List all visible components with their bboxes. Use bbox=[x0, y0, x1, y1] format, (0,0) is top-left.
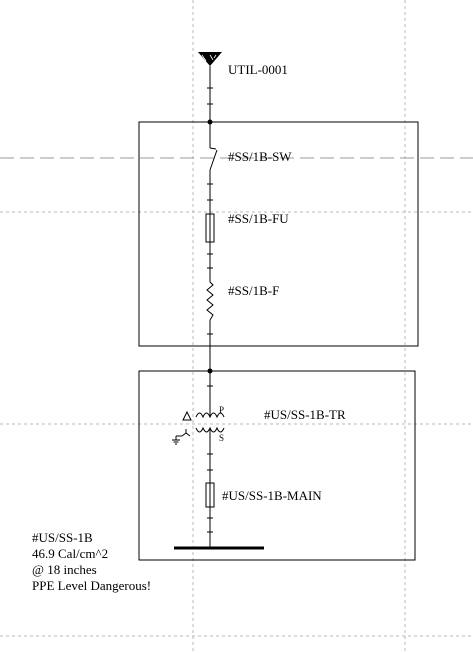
arc-flash-label: #US/SS-1B 46.9 Cal/cm^2 @ 18 inches PPE … bbox=[32, 530, 151, 594]
utility-label: UTIL-0001 bbox=[228, 62, 288, 77]
main-label: #US/SS-1B-MAIN bbox=[222, 488, 322, 503]
incident-energy: 46.9 Cal/cm^2 bbox=[32, 546, 109, 561]
substation-box[interactable] bbox=[138, 370, 416, 561]
switchgear-box[interactable] bbox=[138, 121, 419, 347]
utility-source-icon[interactable] bbox=[198, 52, 222, 66]
working-distance: @ 18 inches bbox=[32, 562, 97, 577]
fuse-label: #SS/1B-FU bbox=[228, 211, 289, 226]
transformer-label: #US/SS-1B-TR bbox=[264, 407, 346, 422]
bus-name: #US/SS-1B bbox=[32, 530, 93, 545]
fuse-icon[interactable] bbox=[205, 213, 215, 243]
connection-node[interactable] bbox=[207, 368, 213, 374]
primary-marker: P bbox=[219, 405, 225, 415]
feeder-label: #SS/1B-F bbox=[228, 283, 280, 298]
feeder-cable-icon[interactable] bbox=[206, 281, 214, 321]
main-fuse-icon[interactable] bbox=[205, 482, 215, 508]
switch-icon[interactable] bbox=[209, 147, 218, 171]
ppe-level: PPE Level Dangerous! bbox=[32, 578, 152, 593]
switch-label: #SS/1B-SW bbox=[228, 149, 292, 164]
secondary-marker: S bbox=[219, 433, 225, 443]
grounded-wye-icon bbox=[172, 429, 191, 445]
connection-node[interactable] bbox=[207, 119, 213, 125]
transformer-icon[interactable] bbox=[195, 406, 225, 440]
conductor-ticks bbox=[207, 87, 213, 533]
delta-winding-icon bbox=[182, 410, 192, 421]
